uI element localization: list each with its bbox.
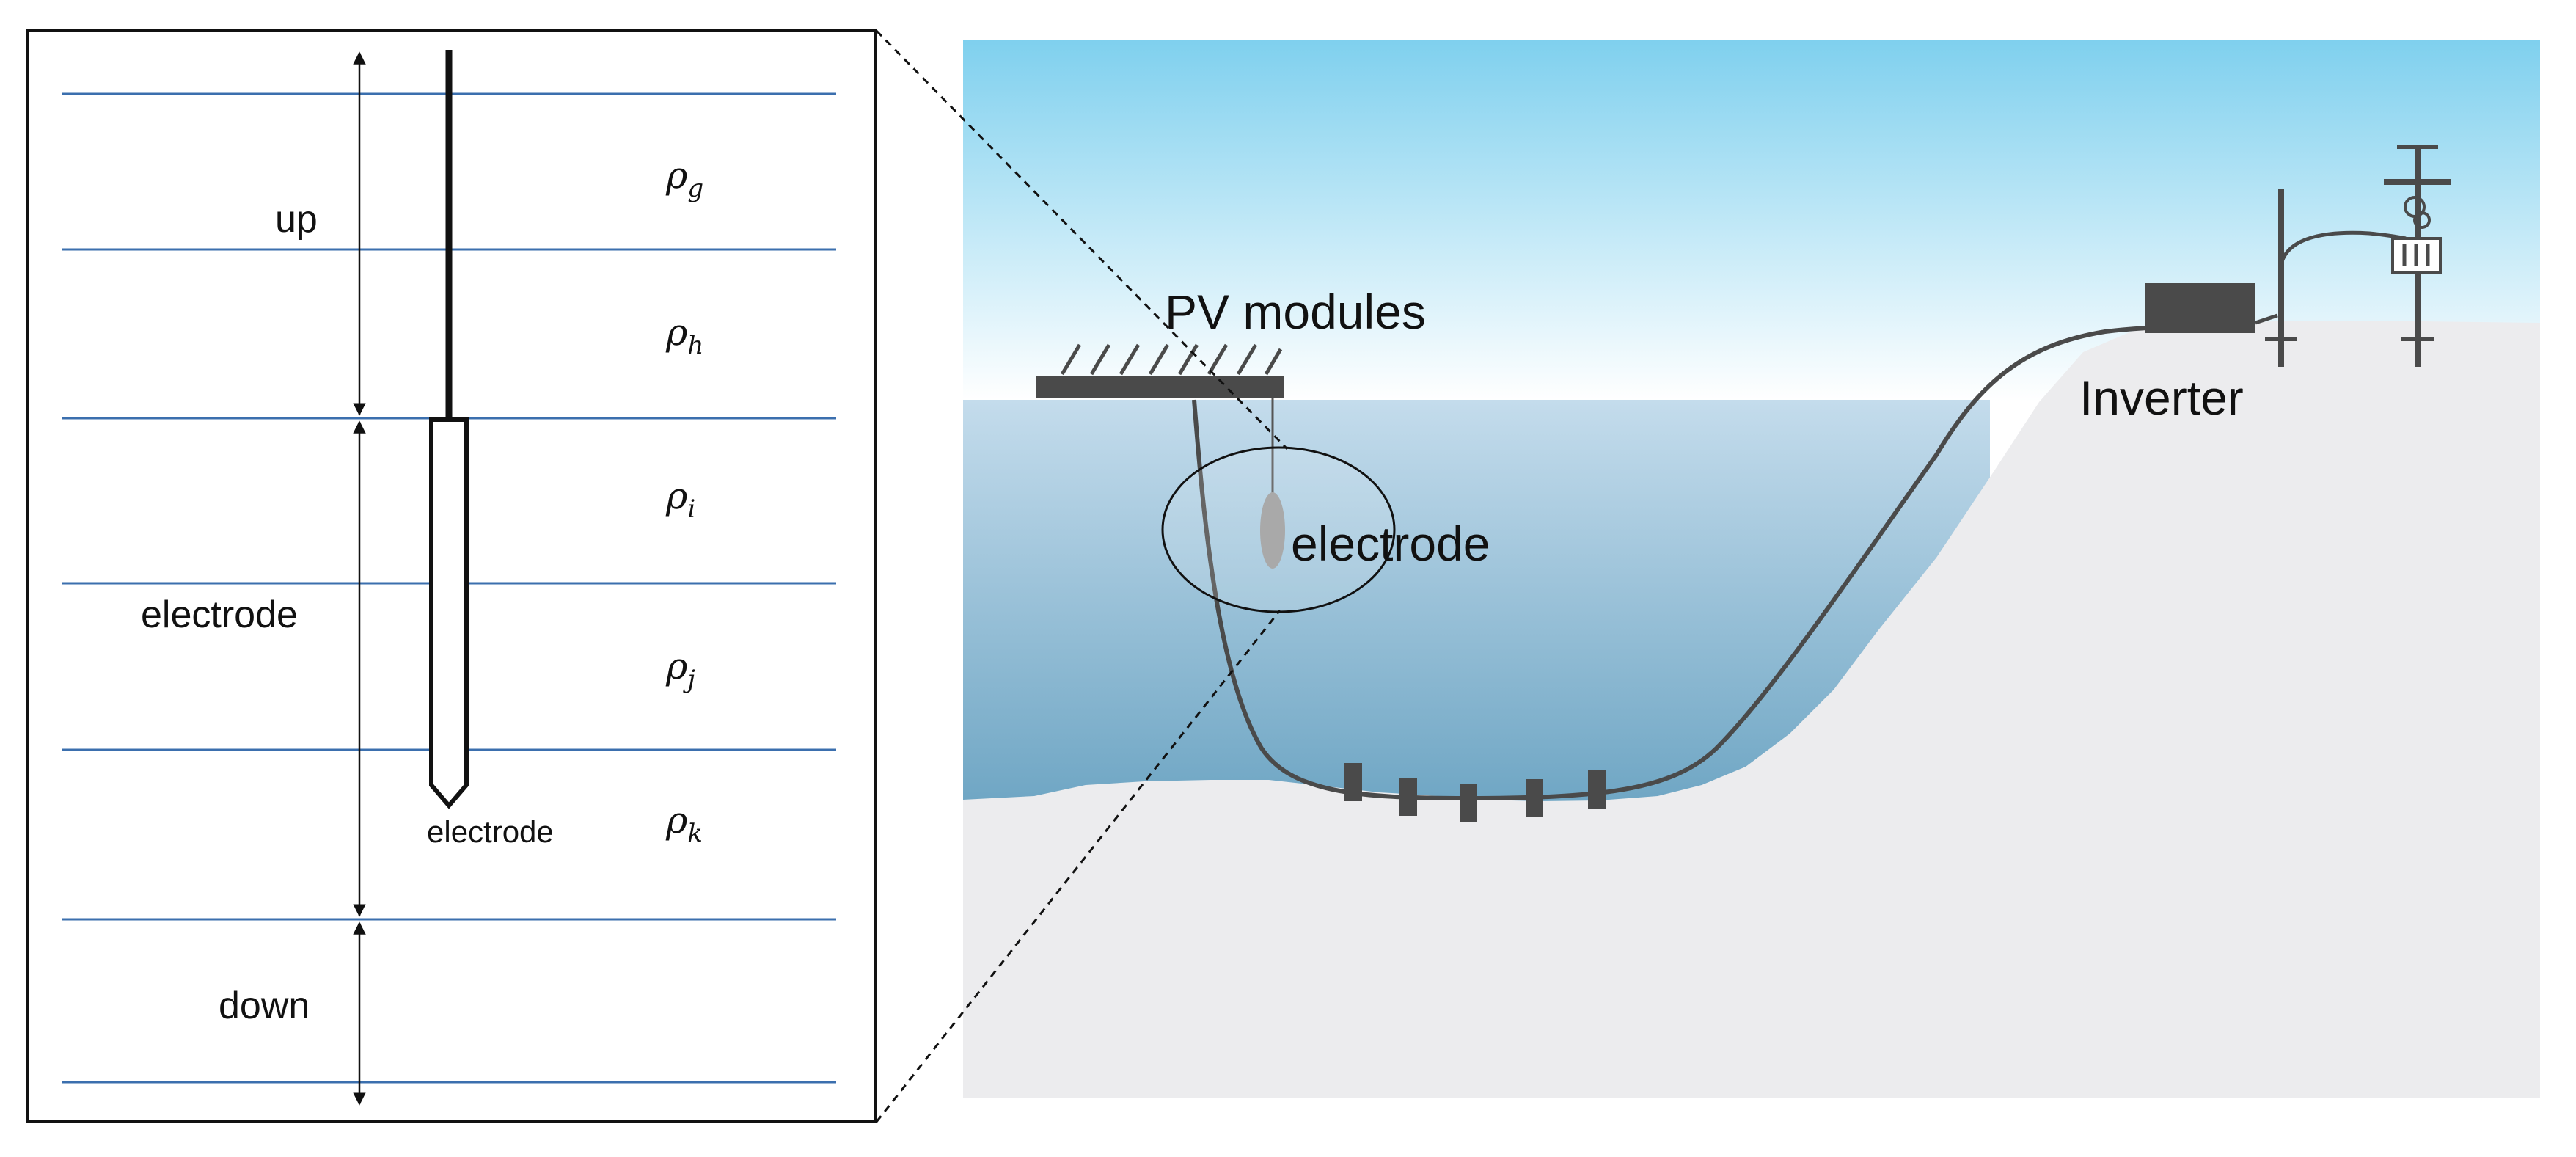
pv-panel-hatches	[1060, 343, 1283, 376]
resistivity-labels: ρg ρh ρi ρj ρk	[665, 154, 703, 848]
zoom-connector-top	[875, 29, 1289, 450]
inverter-cable	[2255, 313, 2278, 325]
inverter-box	[2145, 283, 2255, 333]
resistivity-h: ρh	[665, 311, 703, 360]
right-panel: PV modules electrode Inverter	[963, 40, 2540, 1098]
electrode-side-label: electrode	[141, 594, 298, 636]
cable-weight	[1588, 770, 1606, 809]
electrode-label: electrode	[1291, 517, 1490, 571]
cable-weight	[1399, 778, 1417, 816]
resistivity-i: ρi	[665, 475, 695, 524]
cable-weight	[1344, 763, 1362, 801]
undersea-cable	[1192, 324, 2187, 801]
resistivity-j: ρj	[665, 645, 695, 694]
resistivity-g: ρg	[665, 154, 703, 203]
pv-modules	[1036, 343, 1284, 398]
ground	[963, 321, 2540, 1098]
electrode-capsule	[1260, 492, 1285, 569]
left-panel: up electrode electrode down ρg ρh ρi ρj …	[26, 29, 877, 1123]
electrode-body	[429, 417, 469, 809]
zoom-connector-lines	[875, 29, 1289, 1123]
pv-platform	[1036, 376, 1284, 398]
cable-weights	[1344, 763, 1606, 822]
down-label: down	[219, 985, 310, 1027]
pv-modules-label: PV modules	[1165, 285, 1426, 339]
cable-weight	[1526, 779, 1543, 817]
electrode-tip-label: electrode	[427, 814, 554, 849]
utility-poles	[2265, 145, 2451, 367]
inverter-label: Inverter	[2079, 371, 2244, 425]
up-label: up	[275, 198, 318, 241]
cable-weight	[1460, 784, 1477, 822]
zoom-connector-bottom	[875, 610, 1281, 1123]
resistivity-k: ρk	[665, 799, 703, 848]
